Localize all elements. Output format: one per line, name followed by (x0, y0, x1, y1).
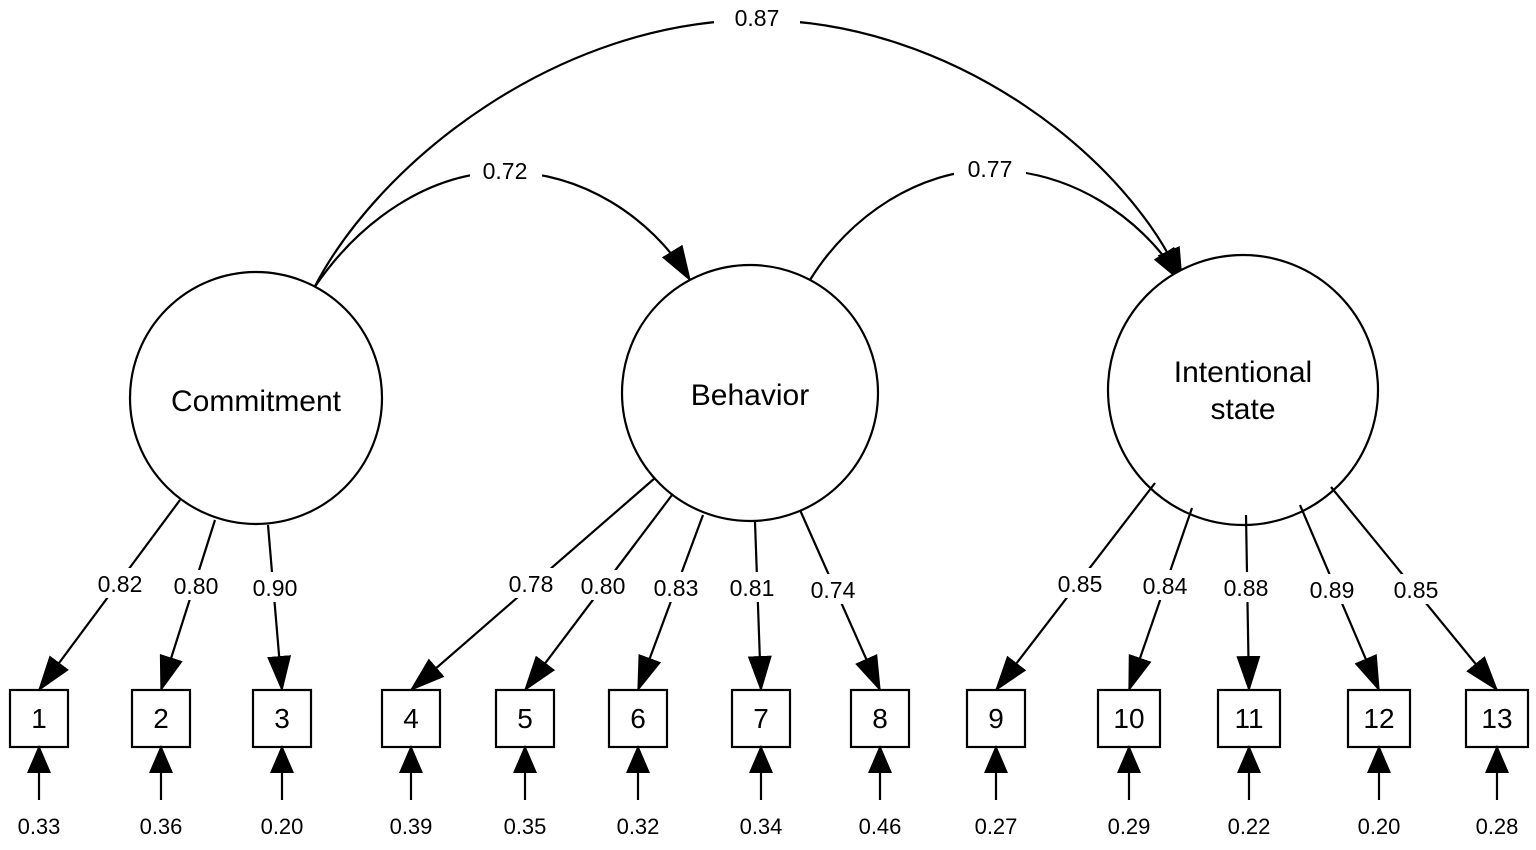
error-label: 0.20 (1358, 814, 1401, 839)
correlation-behavior-intentional: 0.77 (781, 154, 1184, 316)
indicator-box (730, 688, 792, 749)
indicator-label: 2 (153, 703, 169, 734)
loading-path (266, 524, 292, 692)
loading-label: 0.84 (1143, 573, 1188, 599)
indicator-3: 0.90 3 0.20 (241, 524, 313, 839)
loading-path (1236, 514, 1261, 692)
indicator-12: 0.89 12 0.20 (1298, 504, 1412, 839)
loading-label: 0.78 (509, 571, 554, 597)
loading-label: 0.85 (1058, 571, 1103, 597)
factor-label-line2: state (1210, 393, 1275, 426)
indicator-label: 12 (1363, 703, 1394, 734)
indicator-11: 0.88 11 0.22 (1212, 514, 1282, 839)
loading-label: 0.88 (1224, 575, 1269, 601)
loading-path (636, 514, 705, 692)
indicator-label: 9 (988, 703, 1004, 734)
error-label: 0.27 (975, 814, 1018, 839)
loading-label: 0.85 (1394, 577, 1439, 603)
error-label: 0.20 (261, 814, 304, 839)
error-label: 0.28 (1476, 814, 1519, 839)
indicator-layer: 0.82 1 0.33 0.80 2 0.36 0.90 3 0.20 0.78 4 0.39 0.80… (8, 477, 1530, 839)
error-label: 0.22 (1228, 814, 1271, 839)
factor-circle (620, 263, 880, 523)
loading-label: 0.80 (174, 573, 219, 599)
loading-label: 0.82 (98, 571, 143, 597)
factor-circle (1106, 253, 1380, 527)
indicator-label: 5 (517, 703, 533, 734)
indicator-6: 0.83 6 0.32 (607, 514, 710, 839)
factor-label-line1: Intentional (1174, 356, 1312, 389)
error-label: 0.32 (617, 814, 660, 839)
correlation-commitment-intentional: 0.87 (287, 4, 1184, 324)
indicator-box (494, 688, 556, 749)
error-label: 0.33 (18, 814, 61, 839)
indicator-8: 0.74 8 0.46 (798, 509, 911, 839)
factor-label: Commitment (171, 385, 342, 418)
indicator-label: 13 (1481, 703, 1512, 734)
indicator-13: 0.85 13 0.28 (1330, 486, 1530, 839)
indicator-label: 4 (403, 703, 419, 734)
error-label: 0.39 (390, 814, 433, 839)
correlation-label: 0.77 (968, 156, 1013, 182)
loading-label: 0.89 (1310, 577, 1355, 603)
factor-behavior: Behavior (620, 263, 880, 523)
error-label: 0.29 (1108, 814, 1151, 839)
indicator-label: 8 (872, 703, 888, 734)
indicator-label: 10 (1113, 703, 1144, 734)
indicator-9: 0.85 9 0.27 (965, 482, 1156, 839)
error-label: 0.36 (140, 814, 183, 839)
indicator-box (965, 688, 1027, 749)
correlation-label: 0.87 (735, 5, 780, 31)
correlation-commitment-behavior: 0.72 (285, 156, 692, 323)
indicator-1: 0.82 1 0.33 (8, 499, 181, 839)
loading-path (159, 519, 217, 692)
indicator-box (130, 688, 192, 749)
loading-path (747, 521, 772, 692)
factor-intentional-state: Intentional state (1106, 253, 1380, 527)
error-label: 0.46 (859, 814, 902, 839)
error-label: 0.34 (740, 814, 783, 839)
correlation-arc (287, 18, 1184, 324)
error-label: 0.35 (504, 814, 547, 839)
correlation-arc (781, 168, 1184, 316)
indicator-5: 0.80 5 0.35 (494, 494, 673, 839)
indicator-label: 11 (1234, 703, 1263, 734)
indicator-2: 0.80 2 0.36 (130, 519, 230, 839)
indicator-box (251, 688, 313, 749)
factor-commitment: Commitment (128, 270, 384, 526)
indicator-10: 0.84 10 0.29 (1096, 507, 1199, 839)
factor-circle (128, 270, 384, 526)
loading-label: 0.80 (581, 573, 626, 599)
indicator-label: 1 (31, 703, 47, 734)
loading-label: 0.74 (811, 577, 856, 603)
correlation-arc (285, 170, 692, 323)
factor-label: Behavior (691, 379, 809, 412)
loading-label: 0.90 (253, 575, 298, 601)
loading-label: 0.81 (730, 575, 775, 601)
indicator-4: 0.78 4 0.39 (380, 477, 656, 839)
indicator-7: 0.81 7 0.34 (718, 521, 792, 839)
indicator-label: 6 (630, 703, 646, 734)
indicator-label: 3 (274, 703, 290, 734)
indicator-label: 7 (753, 703, 769, 734)
correlation-label: 0.72 (483, 158, 528, 184)
indicator-box (380, 688, 442, 749)
loading-label: 0.83 (654, 575, 699, 601)
